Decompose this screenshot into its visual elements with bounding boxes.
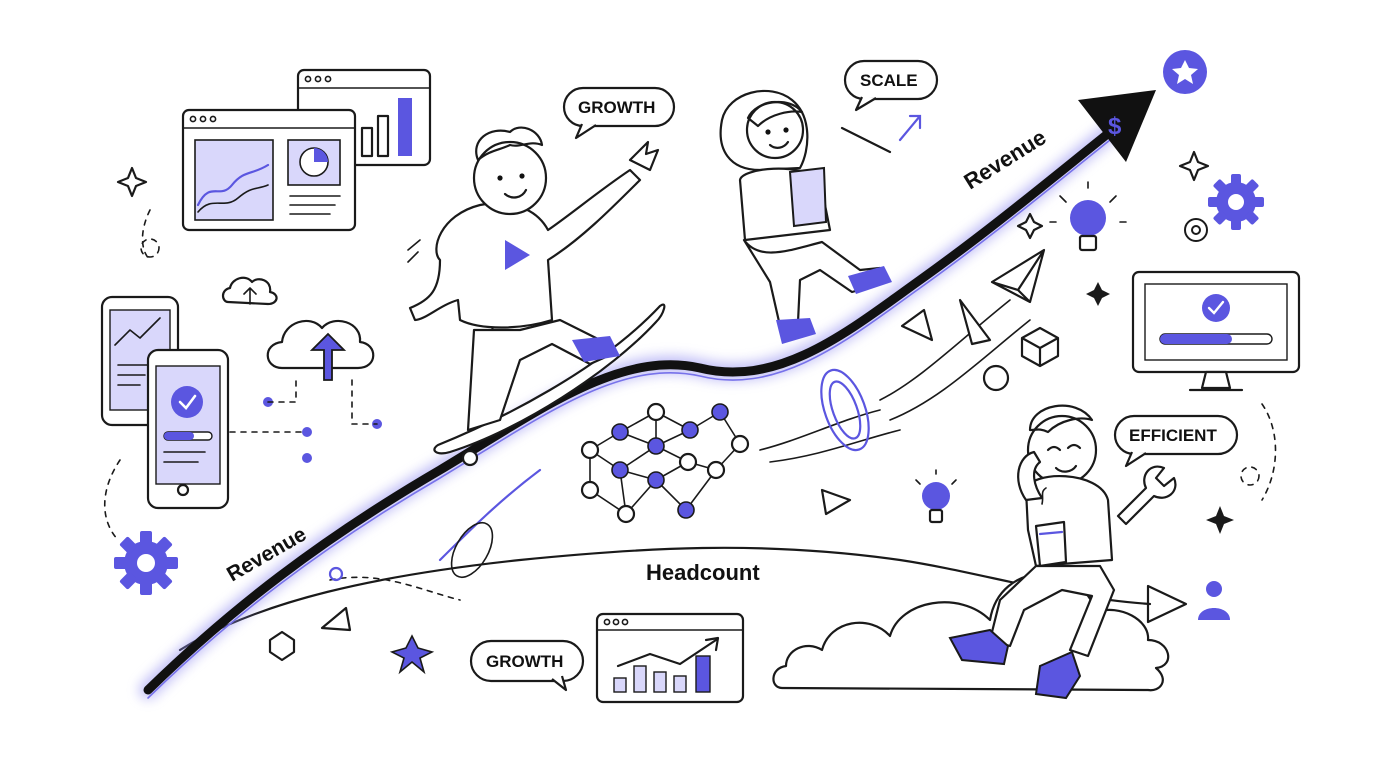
- speech-bubble-growth-bottom: GROWTH: [469, 639, 585, 692]
- burst-icon: [389, 634, 435, 675]
- gear-icon: [114, 531, 178, 595]
- svg-text:$: $: [1108, 113, 1122, 140]
- energy-swirls: [328, 299, 1031, 601]
- check-icon: [171, 386, 203, 418]
- relaxed-character: [948, 404, 1116, 700]
- network-cluster: [580, 402, 750, 524]
- monitor-icon: [1131, 270, 1301, 392]
- bubble-label: GROWTH: [578, 98, 655, 117]
- lightbulb-small-icon: [915, 469, 957, 524]
- speech-bubble-efficient: EFFICIENT: [1113, 414, 1239, 468]
- wrench-icon: [1116, 465, 1177, 526]
- pyramid-icon: [990, 248, 1046, 304]
- lightbulb-icon: [1049, 181, 1127, 252]
- browser-window-dashboard: [181, 108, 357, 232]
- user-icon: [1198, 581, 1230, 620]
- revenue-arrow: [143, 127, 1115, 695]
- headcount-label: Headcount: [646, 560, 760, 585]
- bubble-label: GROWTH: [486, 652, 563, 671]
- dollar-icon: $: [1078, 90, 1156, 162]
- girl-with-tablet-character: [719, 89, 922, 344]
- snowboarder-character: [407, 126, 666, 467]
- speech-bubble-growth-top: GROWTH: [562, 86, 676, 140]
- chart-window-icon: [595, 612, 745, 704]
- bubble-label: EFFICIENT: [1129, 426, 1217, 445]
- star-icon: [1163, 50, 1207, 94]
- cloud-upload-small-icon: [221, 276, 278, 306]
- speech-bubble-scale: SCALE: [843, 59, 939, 112]
- cube-icon: [1020, 326, 1060, 368]
- sparkle-icon: [116, 166, 148, 198]
- phone-front: [146, 348, 230, 510]
- cloud-upload-icon: [266, 319, 375, 381]
- gear-icon: [1208, 174, 1264, 230]
- bubble-label: SCALE: [860, 71, 918, 90]
- gear-small-icon: [1184, 218, 1208, 242]
